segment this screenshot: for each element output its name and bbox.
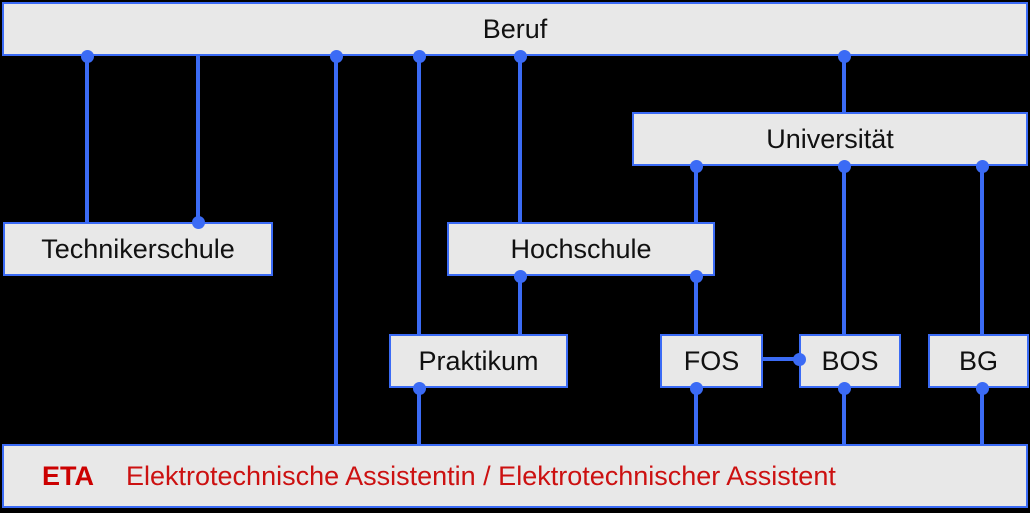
edge-beruf-to-hochschule [518, 56, 522, 222]
junction-beruf-universitaet [837, 49, 851, 63]
junction-universitaet-hochschule [689, 159, 703, 173]
footer-eta-bar[interactable]: ETA Elektrotechnische Assistentin / Elek… [2, 444, 1028, 508]
node-hochschule[interactable]: Hochschule [447, 222, 715, 276]
node-technikerschule[interactable]: Technikerschule [3, 222, 273, 276]
edge-technikerschule-to-beruf-right [196, 56, 200, 222]
edge-bos-to-eta [842, 388, 846, 444]
node-beruf[interactable]: Beruf [2, 2, 1028, 56]
edge-beruf-to-technikerschule-left [85, 56, 89, 222]
edge-bg-to-eta [980, 388, 984, 444]
eta-abbreviation: ETA [42, 460, 94, 491]
junction-beruf-hochschule [513, 49, 527, 63]
junction-beruf-praktikum [412, 49, 426, 63]
edge-beruf-to-eta-a [334, 56, 338, 444]
junction-hochschule-fos [689, 269, 703, 283]
edge-hochschule-to-praktikum [518, 276, 522, 334]
eta-full-text: Elektrotechnische Assistentin / Elektrot… [126, 460, 836, 491]
edge-beruf-to-praktikum [417, 56, 421, 334]
edge-fos-to-eta [694, 388, 698, 444]
node-label: BOS [821, 345, 879, 376]
edge-hochschule-to-fos [694, 276, 698, 334]
node-label: BG [958, 345, 998, 376]
edge-universitaet-to-bos [842, 166, 846, 334]
node-label: Beruf [482, 13, 548, 44]
edge-universitaet-to-hochschule [694, 166, 698, 222]
node-universitaet[interactable]: Universität [632, 112, 1028, 166]
node-fos[interactable]: FOS [660, 334, 763, 388]
junction-beruf-eta-a [329, 49, 343, 63]
node-label: Praktikum [418, 345, 539, 376]
node-bg[interactable]: BG [928, 334, 1029, 388]
edge-universitaet-to-bg [980, 166, 984, 334]
junction-bos-left [792, 352, 806, 366]
junction-hochschule-praktikum [513, 269, 527, 283]
node-praktikum[interactable]: Praktikum [389, 334, 568, 388]
node-label: Universität [766, 123, 894, 154]
junction-universitaet-bos [837, 159, 851, 173]
junction-bos-bottom [837, 381, 851, 395]
junction-technikerschule-top [191, 215, 205, 229]
junction-fos-bottom [689, 381, 703, 395]
junction-praktikum-bottom [412, 381, 426, 395]
node-label: Hochschule [510, 233, 652, 264]
node-bos[interactable]: BOS [799, 334, 901, 388]
junction-universitaet-bg [975, 159, 989, 173]
edge-beruf-to-universitaet [842, 56, 846, 112]
junction-bg-bottom [975, 381, 989, 395]
node-label: FOS [683, 345, 740, 376]
junction-beruf-technikerschule [80, 49, 94, 63]
node-label: Technikerschule [41, 233, 235, 264]
edge-praktikum-to-eta [417, 388, 421, 444]
edge-fos-to-bos [763, 357, 799, 361]
